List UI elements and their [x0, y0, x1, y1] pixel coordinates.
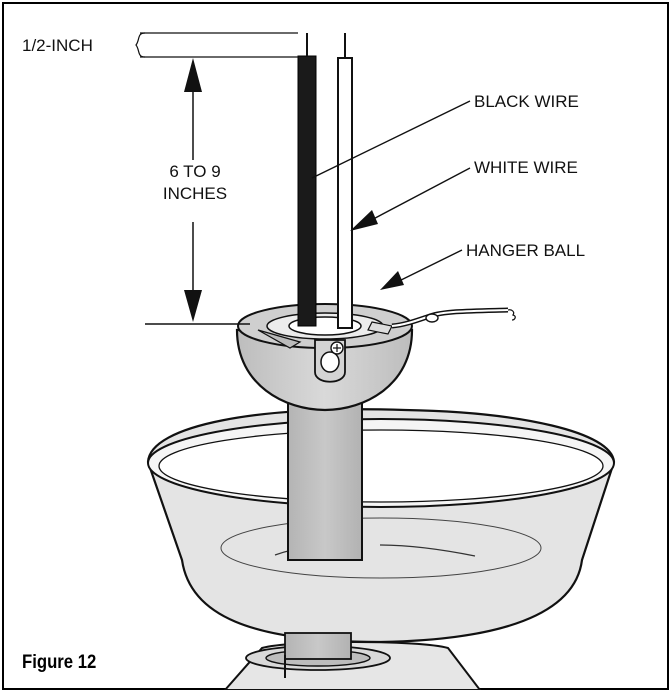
hanger-ball-label: HANGER BALL	[466, 241, 586, 260]
canopy	[146, 408, 616, 644]
white-wire-label: WHITE WIRE	[474, 158, 578, 177]
ground-wire	[391, 307, 516, 329]
black-wire	[297, 33, 317, 327]
length-label-line1: 6 TO 9	[169, 162, 221, 181]
length-label-line2: INCHES	[162, 184, 228, 203]
black-wire-label: BLACK WIRE	[474, 92, 579, 111]
half-inch-label: 1/2-INCH	[22, 36, 93, 55]
downrod	[287, 394, 363, 561]
figure-caption: Figure 12	[22, 652, 97, 673]
leader-lines	[311, 100, 471, 290]
dimension-arrow	[145, 58, 250, 325]
half-inch-bracket	[135, 32, 298, 58]
motor-housing	[223, 632, 482, 690]
white-wire	[337, 33, 353, 329]
hanger-ball	[235, 303, 414, 412]
